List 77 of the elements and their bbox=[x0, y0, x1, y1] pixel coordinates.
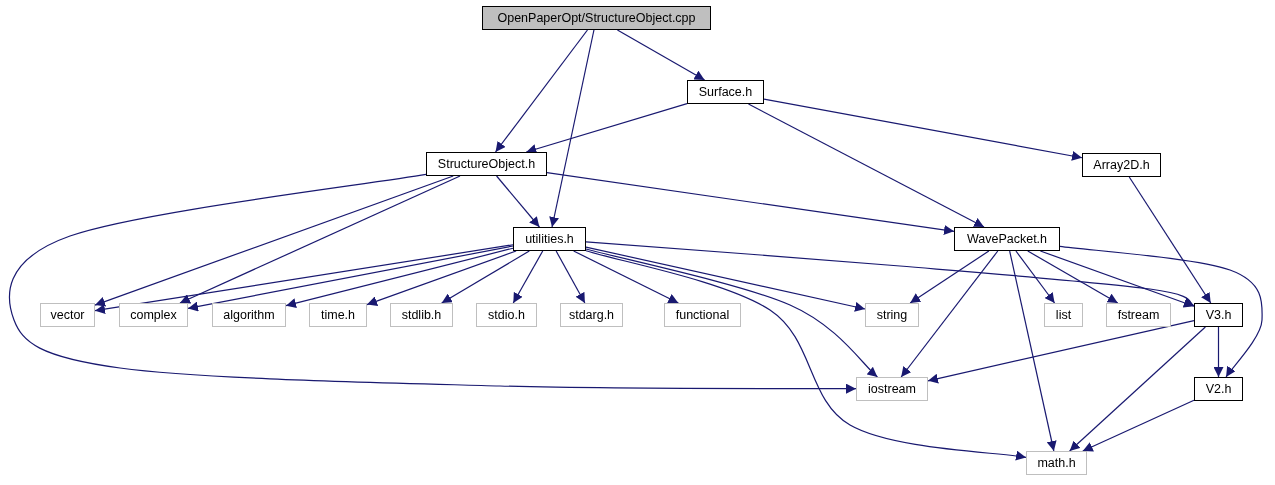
arrow bbox=[1027, 250, 1119, 304]
arrow bbox=[1082, 399, 1195, 452]
file-box bbox=[1106, 303, 1171, 327]
file-box bbox=[1194, 377, 1243, 401]
file-name: utilities.h bbox=[525, 232, 574, 246]
arrow bbox=[747, 103, 985, 228]
arrow bbox=[573, 250, 679, 304]
arrow bbox=[585, 246, 866, 312]
file-box bbox=[426, 152, 547, 176]
file-name: V3.h bbox=[1205, 308, 1232, 322]
file-name: algorithm bbox=[223, 308, 275, 322]
file-box bbox=[1026, 451, 1087, 475]
arrow bbox=[441, 250, 530, 304]
arrow bbox=[1069, 326, 1206, 452]
arrow bbox=[1039, 250, 1195, 308]
file-box bbox=[954, 227, 1060, 251]
file-name: V2.h bbox=[1205, 382, 1232, 396]
file-name: Array2D.h bbox=[1093, 158, 1150, 172]
file-name: complex bbox=[130, 308, 177, 322]
arrow bbox=[927, 319, 1195, 384]
arrow bbox=[1213, 326, 1224, 378]
file-box bbox=[390, 303, 453, 327]
arrow bbox=[763, 98, 1083, 161]
file-box bbox=[687, 80, 764, 104]
arrow bbox=[179, 175, 461, 304]
file-box bbox=[664, 303, 741, 327]
arrow bbox=[8, 173, 857, 394]
arrow bbox=[909, 250, 990, 304]
file-name: WavePacket.h bbox=[966, 232, 1048, 246]
arrow bbox=[546, 172, 955, 235]
arrow bbox=[495, 175, 540, 228]
file-box bbox=[560, 303, 623, 327]
arrow bbox=[366, 250, 517, 306]
file-box bbox=[865, 303, 919, 327]
arrow bbox=[616, 29, 706, 81]
file-box bbox=[309, 303, 367, 327]
arrow bbox=[555, 250, 586, 304]
file-name: stdlib.h bbox=[401, 308, 442, 322]
file-box bbox=[476, 303, 537, 327]
arrow bbox=[94, 244, 514, 315]
file-name: StructureObject.h bbox=[437, 157, 536, 171]
file-name: math.h bbox=[1037, 456, 1076, 470]
file-name: list bbox=[1055, 308, 1072, 322]
file-name: OpenPaperOpt/StructureObject.cpp bbox=[497, 11, 696, 25]
file-name: vector bbox=[50, 308, 85, 322]
file-box bbox=[212, 303, 286, 327]
arrow bbox=[1059, 245, 1263, 378]
arrow bbox=[512, 250, 544, 304]
arrow bbox=[494, 29, 589, 153]
file-name: time.h bbox=[320, 308, 355, 322]
arrow bbox=[900, 250, 999, 378]
file-box bbox=[856, 377, 928, 401]
arrow bbox=[525, 103, 688, 154]
file-box bbox=[1194, 303, 1243, 327]
file-box bbox=[513, 227, 586, 251]
arrow bbox=[94, 175, 454, 307]
file-name: iostream bbox=[868, 382, 916, 396]
file-box bbox=[1044, 303, 1083, 327]
arrow bbox=[1128, 176, 1212, 304]
arrow bbox=[1009, 250, 1057, 452]
file-name: fstream bbox=[1117, 308, 1160, 322]
file-box bbox=[1082, 153, 1161, 177]
file-name: string bbox=[876, 308, 908, 322]
file-box bbox=[40, 303, 95, 327]
arrow bbox=[549, 29, 595, 228]
arrow bbox=[585, 250, 1027, 461]
arrow bbox=[585, 248, 879, 378]
file-name: functional bbox=[675, 308, 730, 322]
arrow bbox=[187, 245, 514, 312]
file-name: stdarg.h bbox=[568, 308, 615, 322]
arrow bbox=[1015, 250, 1056, 304]
file-box bbox=[119, 303, 188, 327]
file-box bbox=[482, 6, 711, 30]
arrow bbox=[285, 247, 514, 309]
file-name: Surface.h bbox=[698, 85, 753, 99]
arrow bbox=[585, 241, 1195, 307]
file-name: stdio.h bbox=[488, 308, 525, 322]
